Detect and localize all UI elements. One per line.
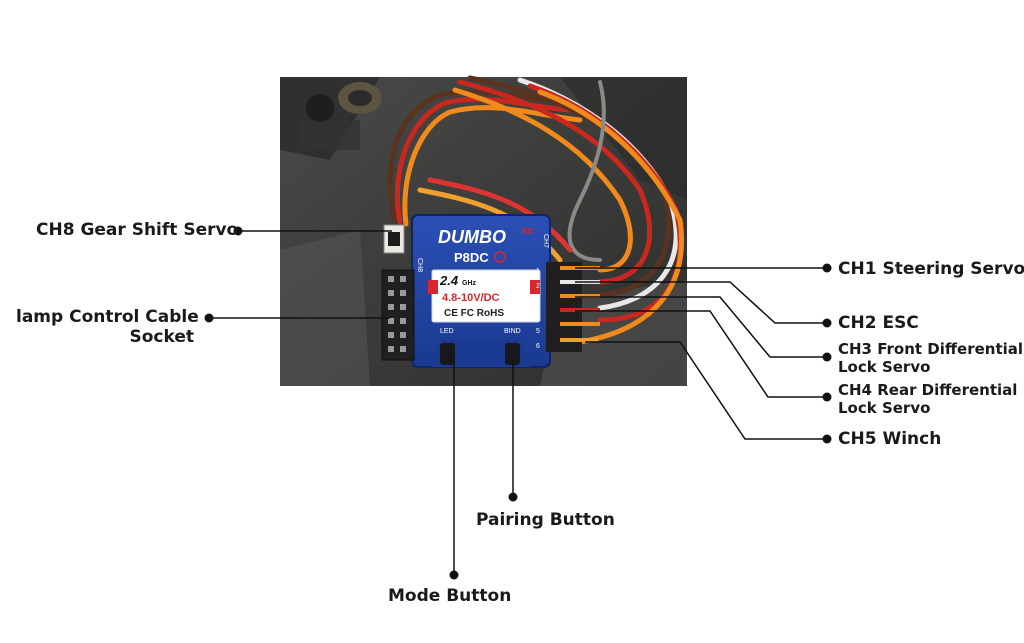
- receiver-module: [381, 214, 600, 368]
- label-pairing-button: Pairing Button: [476, 510, 615, 530]
- receiver-brand-suffix: RC: [522, 227, 534, 236]
- receiver-ch7-tag: CH7: [542, 234, 549, 248]
- label-lamp-control-cable: lamp Control Cable Socket: [16, 307, 199, 347]
- receiver-port-6: 6: [536, 343, 540, 350]
- label-lamp-line1: lamp Control Cable: [16, 307, 199, 327]
- callout-lines: [209, 230, 823, 575]
- receiver-bind-label: BIND: [504, 328, 521, 335]
- receiver-port-2: 2: [536, 283, 540, 290]
- callout-dots: [204, 226, 832, 580]
- label-ch3-line1: CH3 Front Differential: [838, 340, 1024, 358]
- receiver-ch8-tag: CH8: [416, 258, 423, 272]
- label-ch3-line2: Lock Servo: [838, 358, 931, 376]
- label-ch4-rear-differential: CH4 Rear Differential Lock Servo: [838, 381, 1017, 417]
- receiver-print: DUMBO RC P8DC 2.4 GHz 4.8-10V/DC CE FC R…: [416, 227, 549, 350]
- receiver-model: P8DC: [454, 250, 489, 265]
- receiver-port-5: 5: [536, 328, 540, 335]
- receiver-led-label: LED: [440, 328, 454, 335]
- label-ch4-line1: CH4 Rear Differential: [838, 381, 1018, 399]
- receiver-band: 2.4: [439, 273, 459, 288]
- label-ch2-esc: CH2 ESC: [838, 313, 919, 333]
- receiver-certs: CE FC RoHS: [444, 308, 504, 319]
- label-mode-button: Mode Button: [388, 586, 512, 606]
- receiver-port-3: 3: [536, 298, 540, 305]
- label-ch1-steering-servo: CH1 Steering Servo: [838, 259, 1024, 279]
- receiver-port-1: 1: [536, 268, 540, 275]
- label-ch5-winch: CH5 Winch: [838, 429, 942, 449]
- receiver-brand: DUMBO: [438, 227, 506, 247]
- servo-wires: [387, 75, 684, 345]
- receiver-band-unit: GHz: [462, 280, 477, 287]
- label-ch8-gear-shift-servo: CH8 Gear Shift Servo: [36, 220, 239, 240]
- receiver-voltage: 4.8-10V/DC: [442, 292, 500, 304]
- label-lamp-line2: Socket: [129, 327, 194, 347]
- receiver-model-badge: [494, 251, 506, 263]
- receiver-port-4: 4: [536, 313, 540, 320]
- label-ch4-line2: Lock Servo: [838, 399, 931, 417]
- label-ch3-front-differential: CH3 Front Differential Lock Servo: [838, 340, 1023, 376]
